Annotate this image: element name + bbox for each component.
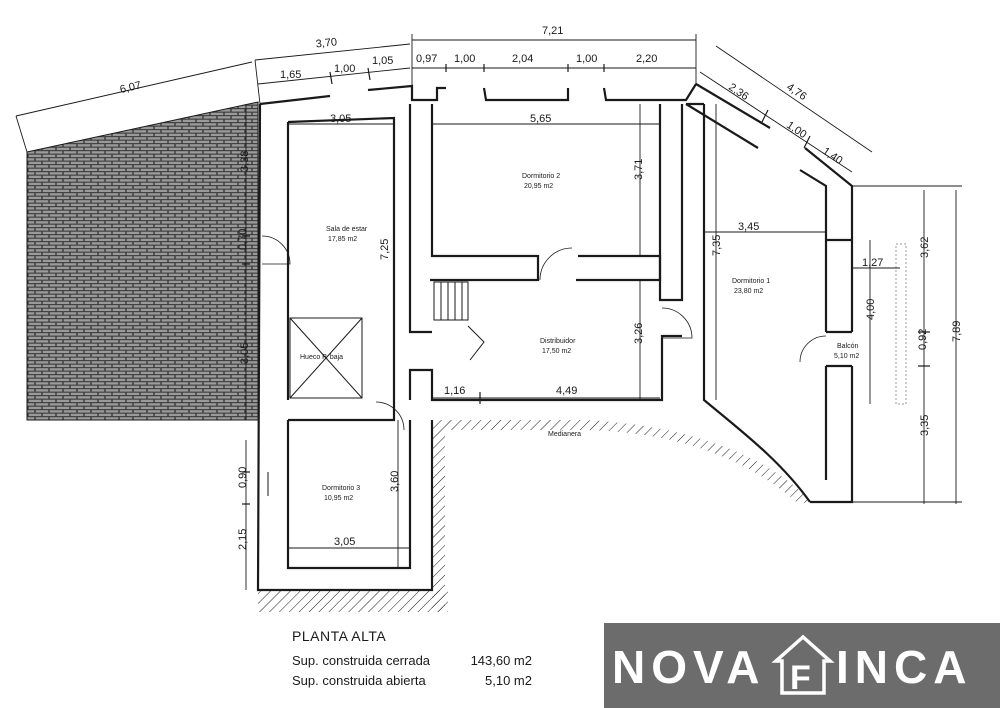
room-dorm1-name: Dormitorio 1 (732, 278, 770, 285)
dim-236: 2,36 (726, 81, 750, 103)
caption-row-value: 143,60 m2 (470, 653, 532, 668)
roof-tiles (26, 101, 259, 421)
novafinca-logo: NOVA F INCA (604, 623, 1000, 708)
balcony-rail (895, 243, 907, 405)
dim-092: 0,92 (917, 329, 929, 350)
dim-097: 0,97 (416, 53, 437, 65)
room-balcon-area: 5,10 m2 (834, 353, 859, 360)
caption-row-value: 5,10 m2 (485, 673, 532, 688)
room-dist-area: 17,50 m2 (542, 348, 571, 355)
room-dorm1-area: 23,80 m2 (734, 288, 763, 295)
dim-305: 3,05 (239, 343, 251, 364)
room-sala-area: 17,85 m2 (328, 236, 357, 243)
dim-diag-left: 6,07 (119, 80, 143, 97)
dimension-lines (15, 34, 962, 590)
dim-100b: 1,00 (454, 53, 475, 65)
dim-dorm3-w: 3,05 (334, 536, 355, 548)
dim-dist-h: 3,26 (633, 323, 645, 344)
dim-100a: 1,00 (334, 63, 355, 75)
dim-sala-w: 3,05 (330, 113, 351, 125)
room-sala-name: Sala de estar (326, 226, 368, 233)
room-balcon-name: Balcón (837, 343, 859, 350)
dim-127: 1,27 (862, 257, 883, 269)
dim-090: 0,90 (237, 467, 249, 488)
dim-dorm1-h: 7,35 (711, 235, 723, 256)
caption-row: Sup. construida abierta 5,10 m2 (292, 673, 532, 693)
dim-116: 1,16 (444, 385, 465, 397)
caption-row: Sup. construida cerrada 143,60 m2 (292, 653, 532, 673)
caption-row-label: Sup. construida abierta (292, 673, 426, 688)
dim-335: 3,35 (919, 415, 931, 436)
walls (256, 83, 854, 592)
dim-362: 3,62 (919, 237, 931, 258)
room-dorm3-area: 10,95 m2 (324, 495, 353, 502)
logo-emblem-letter: F (790, 659, 811, 697)
medianera-hatch (258, 420, 810, 612)
caption-row-label: Sup. construida cerrada (292, 653, 431, 668)
room-dorm2-name: Dormitorio 2 (522, 173, 560, 180)
dim-dorm1-w: 3,45 (738, 221, 759, 233)
dim-070: 0,70 (237, 229, 249, 250)
dim-220: 2,20 (636, 53, 657, 65)
dim-338: 3,38 (239, 151, 251, 172)
dim-476: 4,76 (784, 81, 808, 103)
house-icon: F (771, 634, 835, 697)
dim-204: 2,04 (512, 53, 533, 65)
dim-215: 2,15 (237, 529, 249, 550)
doors (261, 235, 827, 496)
room-labels: Sala de estar 17,85 m2 Dormitorio 2 20,9… (300, 173, 859, 502)
dim-789: 7,89 (951, 321, 963, 342)
dim-sala-h: 7,25 (379, 239, 391, 260)
medianera-label: Medianera (548, 431, 581, 438)
dim-diag-100: 1,00 (784, 119, 808, 141)
dim-top-left: 3,70 (315, 36, 338, 50)
stair (433, 281, 485, 361)
room-dist-name: Distribuidor (540, 338, 576, 345)
plan-caption: PLANTA ALTA Sup. construida cerrada 143,… (292, 628, 532, 693)
room-dorm2-area: 20,95 m2 (524, 183, 553, 190)
dim-dorm2-h: 3,71 (633, 159, 645, 180)
caption-title: PLANTA ALTA (292, 628, 387, 644)
room-dorm3-name: Dormitorio 3 (322, 485, 360, 492)
room-hueco-name: Hueco P. baja (300, 354, 343, 361)
dim-100c: 1,00 (576, 53, 597, 65)
dim-400: 4,00 (865, 299, 877, 320)
dim-449: 4,49 (556, 385, 577, 397)
hueco-void (289, 317, 363, 399)
dim-dorm3-h: 3,60 (389, 471, 401, 492)
logo-text-left: NOVA (612, 641, 766, 693)
dim-dorm2-w: 5,65 (530, 113, 551, 125)
logo-text-right: INCA (836, 641, 972, 693)
dim-105: 1,05 (372, 55, 393, 67)
dim-top-total: 7,21 (542, 25, 563, 37)
dim-165: 1,65 (280, 69, 301, 81)
